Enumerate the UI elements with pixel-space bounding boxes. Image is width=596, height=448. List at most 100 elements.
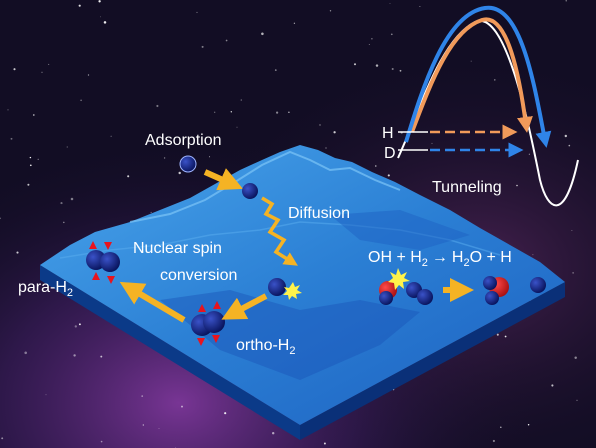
star-dot [48, 63, 50, 65]
star-dot [87, 74, 90, 76]
star-dot [60, 202, 63, 205]
star-dot [156, 104, 159, 108]
star-dot [419, 5, 421, 8]
diffusion-label: Diffusion [288, 205, 350, 222]
surface-shadow-patch-2 [330, 210, 470, 250]
spin-arrow-icon [107, 276, 115, 284]
adsorption-arrow [203, 168, 243, 191]
star-dot [142, 424, 144, 426]
star-dot [565, 0, 567, 2]
star-dot [528, 153, 531, 155]
adsorption-label: Adsorption [145, 132, 222, 149]
ortho-atom-right [203, 311, 225, 333]
star-dot [236, 126, 238, 128]
nuclear-spin-label-line1: Nuclear spin [133, 240, 222, 257]
ortho-to-para-arrow [119, 281, 186, 323]
star-dot [100, 16, 101, 18]
star-dot [127, 175, 130, 178]
star-dot [66, 146, 68, 148]
star-dot [100, 440, 103, 443]
star-dot [576, 399, 578, 401]
star-dot [158, 428, 160, 429]
star-dot [368, 44, 370, 45]
spin-arrow-icon [198, 304, 206, 312]
free-h-atom [530, 277, 546, 293]
star-dot [532, 254, 534, 256]
star-dot [27, 183, 30, 186]
star-dot [1, 437, 4, 440]
orange-tunnel-path [410, 17, 533, 133]
star-dot [224, 412, 227, 415]
star-dot [73, 354, 76, 357]
incoming-h-atom [179, 155, 197, 173]
star-dot [293, 22, 296, 24]
adsorbed-h-atom [242, 183, 258, 199]
star-dot [29, 164, 32, 167]
tunneling-label: Tunneling [432, 179, 502, 196]
star-dot [431, 142, 433, 144]
d-level-label: D [384, 145, 396, 162]
star-dot [100, 355, 103, 358]
star-dot [333, 131, 336, 134]
diffusion-arrow [261, 196, 298, 266]
star-dot [150, 211, 152, 213]
para-atom-right [100, 252, 120, 272]
star-dot [496, 333, 499, 336]
star-dot [261, 32, 264, 36]
star-dot [29, 156, 32, 159]
star-dot [391, 67, 394, 71]
star-dot [37, 158, 39, 160]
star-dot [141, 395, 144, 397]
star-dot [500, 426, 502, 429]
star-dot [371, 37, 373, 40]
star-dot [0, 217, 1, 220]
star-burst-icon [283, 282, 302, 300]
star-dot [492, 439, 495, 443]
star-dot [389, 3, 391, 4]
nuclear-spin-label-line2: conversion [160, 267, 237, 284]
surface-top [40, 145, 565, 425]
star-dot [276, 111, 279, 114]
star-dot [240, 99, 243, 101]
star-dot [201, 45, 204, 48]
star-dot [230, 111, 232, 113]
star-dot [70, 197, 74, 201]
star-dot [329, 10, 332, 12]
para-h2-label: para-H2 [18, 279, 73, 299]
star-dot [494, 79, 496, 81]
spin-arrow-icon [104, 242, 112, 250]
star-dot [32, 114, 35, 116]
star-dot [564, 134, 567, 138]
star-dot [399, 69, 402, 72]
star-dot [209, 156, 211, 158]
ortho-h2-label: ortho-H2 [236, 337, 295, 357]
star-dot [551, 384, 554, 387]
star-dot [45, 394, 47, 396]
star-dot [574, 356, 577, 360]
water-h-atom-1 [483, 276, 497, 290]
star-dot [110, 135, 112, 137]
star-dot [375, 64, 379, 67]
star-dot [568, 144, 571, 147]
to-ortho-arrow [221, 293, 268, 320]
star-dot [504, 335, 507, 338]
star-dot [572, 272, 574, 274]
water-h-atom-2 [485, 291, 499, 305]
spin-arrow-icon [89, 241, 97, 249]
reacting-h-atom [268, 278, 286, 296]
star-dot [78, 4, 81, 7]
star-dot [319, 124, 321, 126]
star-dot [103, 21, 107, 24]
star-dot [7, 109, 9, 111]
star-dot [163, 157, 166, 159]
star-dot [387, 174, 390, 177]
spin-arrow-icon [197, 338, 205, 346]
spin-arrow-icon [213, 301, 221, 309]
star-dot [41, 71, 43, 73]
star-dot [78, 323, 81, 326]
h2-atom-2 [417, 289, 433, 305]
star-dot [325, 147, 327, 149]
star-dot [74, 325, 77, 328]
star-dot [98, 0, 101, 3]
